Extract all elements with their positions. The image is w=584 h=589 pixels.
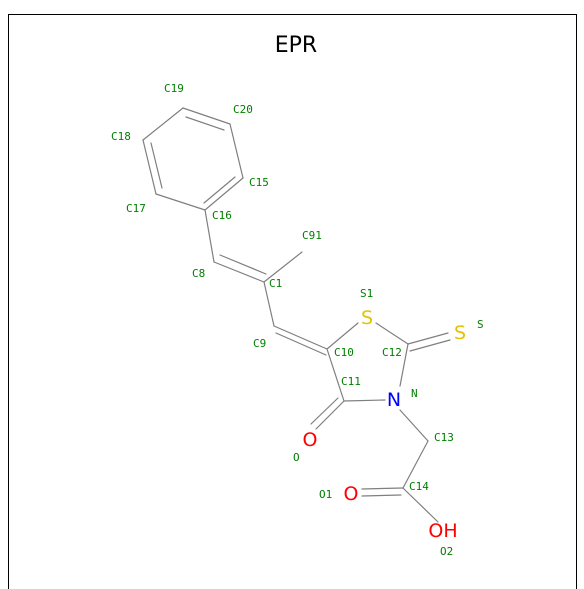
bond-c12-s-double: [409, 339, 451, 352]
atom-symbols: S S N O O OH: [303, 307, 467, 542]
diagram-title: EPR: [275, 33, 317, 58]
atom-labels: C19 C20 C18 C15 C17 C16 C91 C8 C1 S1 S C…: [111, 82, 484, 558]
bond-c16-c8: [204, 209, 215, 263]
bond-c1-c91: [263, 251, 303, 283]
label-c8: C8: [192, 267, 205, 280]
atom-n: N: [387, 389, 401, 411]
bond-c10-s1: [326, 322, 359, 350]
bond-n-c11: [343, 399, 386, 402]
label-o1: O1: [319, 488, 332, 501]
label-o2: O2: [440, 545, 453, 558]
bond-c14-o1-double: [361, 494, 402, 497]
bond-c20-c15: [229, 123, 244, 179]
label-c1: C1: [269, 277, 282, 290]
label-c91: C91: [302, 229, 322, 242]
viewer-frame: [8, 14, 577, 589]
bond-c12-s: [407, 332, 449, 345]
label-c14: C14: [409, 480, 429, 493]
bond-c13-c14: [402, 440, 429, 489]
label-c15: C15: [249, 176, 269, 189]
bond-c14-o1: [361, 487, 404, 490]
atom-o: O: [303, 429, 318, 451]
bonds: [142, 107, 451, 523]
atom-o2: OH: [428, 520, 457, 542]
label-c17: C17: [126, 202, 146, 215]
atom-s1: S: [361, 307, 373, 329]
label-c16: C16: [212, 209, 232, 222]
bond-c15-c16: [204, 177, 244, 211]
bond-c11-c10: [326, 348, 345, 402]
label-c12: C12: [382, 346, 402, 359]
label-s1: S1: [360, 287, 373, 300]
bond-c15-c16-inner: [203, 176, 236, 204]
atom-s: S: [454, 322, 466, 344]
label-o: O: [293, 451, 300, 464]
bond-c8-c1: [213, 261, 265, 283]
bond-c19-c20-inner: [185, 116, 225, 131]
bond-c17-c18-inner: [150, 142, 163, 189]
bond-c1-c9: [263, 281, 275, 327]
bond-c11-o: [315, 400, 345, 430]
bond-c9-c10: [273, 325, 328, 350]
label-c13: C13: [434, 431, 454, 444]
bond-c12-n: [399, 343, 409, 387]
bond-s1-c12: [375, 322, 409, 345]
bond-c9-c10-double: [275, 332, 327, 356]
bond-c17-c18: [142, 139, 157, 195]
label-c9: C9: [253, 337, 266, 350]
bond-c16-c17: [155, 193, 206, 211]
label-c19: C19: [164, 82, 184, 95]
bond-n-c13: [399, 409, 429, 442]
label-s: S: [477, 318, 484, 331]
label-n: N: [411, 387, 418, 400]
bond-c8-c1-double: [219, 254, 267, 275]
label-c20: C20: [233, 103, 253, 116]
label-c10: C10: [334, 346, 354, 359]
bond-c11-o-double: [310, 397, 339, 425]
bond-c19-c20: [182, 107, 231, 125]
bond-c18-c19: [142, 107, 184, 141]
atom-o1: O: [344, 483, 359, 505]
label-c18: C18: [111, 130, 131, 143]
label-c11: C11: [341, 375, 361, 388]
bond-c14-o2: [402, 487, 439, 523]
